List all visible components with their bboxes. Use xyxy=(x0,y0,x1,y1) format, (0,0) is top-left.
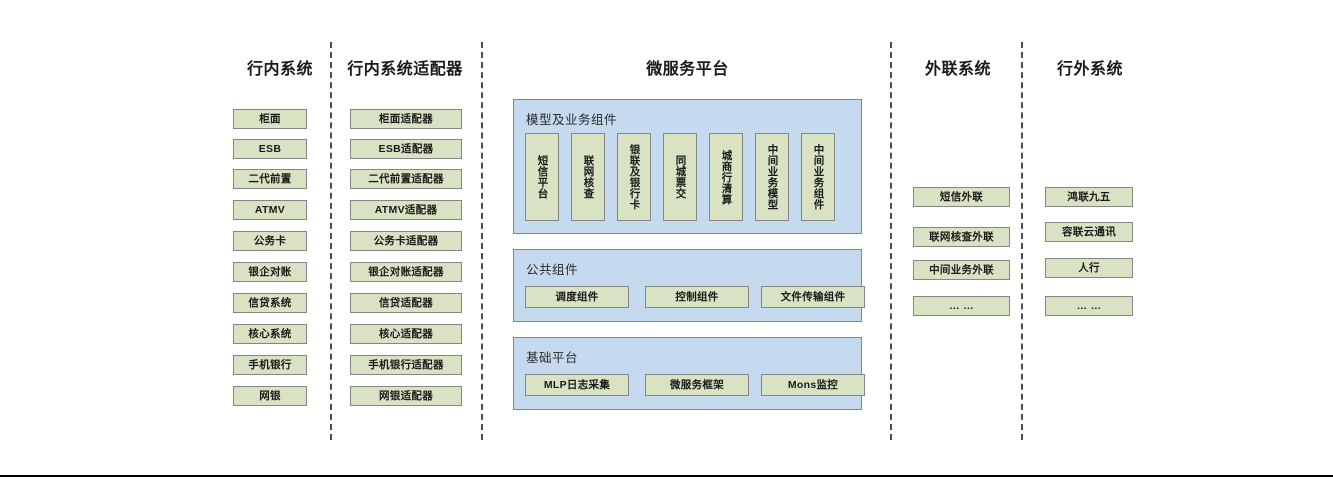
node-internal-1[interactable]: ESB xyxy=(233,139,307,159)
node-internal-8[interactable]: 手机银行 xyxy=(233,355,307,375)
node-extlink-0[interactable]: 短信外联 xyxy=(913,187,1010,207)
node-adapter-3[interactable]: ATMV适配器 xyxy=(350,200,462,220)
node-adapter-8[interactable]: 手机银行适配器 xyxy=(350,355,462,375)
node-base-2[interactable]: Mons监控 xyxy=(761,374,865,396)
node-internal-7[interactable]: 核心系统 xyxy=(233,324,307,344)
column-divider-1 xyxy=(330,42,332,440)
node-model-4-label: 城商行清算 xyxy=(720,149,733,205)
node-internal-2[interactable]: 二代前置 xyxy=(233,169,307,189)
column-title-internal-adapters: 行内系统适配器 xyxy=(347,61,463,78)
node-base-1[interactable]: 微服务框架 xyxy=(645,374,749,396)
node-public-0[interactable]: 调度组件 xyxy=(525,286,629,308)
node-adapter-2[interactable]: 二代前置适配器 xyxy=(350,169,462,189)
bottom-rule xyxy=(0,475,1333,477)
node-adapter-1[interactable]: ESB适配器 xyxy=(350,139,462,159)
node-internal-6[interactable]: 信贷系统 xyxy=(233,293,307,313)
node-model-6[interactable]: 中间业务组件 xyxy=(801,133,835,221)
node-extlink-1[interactable]: 联网核查外联 xyxy=(913,227,1010,247)
panel-public-components: 公共组件 xyxy=(513,249,862,322)
node-public-1[interactable]: 控制组件 xyxy=(645,286,749,308)
node-model-3-label: 同城票交 xyxy=(674,155,687,199)
node-internal-3[interactable]: ATMV xyxy=(233,200,307,220)
node-model-5-label: 中间业务模型 xyxy=(766,144,779,210)
node-internal-5[interactable]: 银企对账 xyxy=(233,262,307,282)
node-model-2-label: 银联及银行卡 xyxy=(628,144,641,210)
node-adapter-4[interactable]: 公务卡适配器 xyxy=(350,231,462,251)
node-offbank-1[interactable]: 容联云通讯 xyxy=(1045,222,1133,242)
column-title-offbank-systems: 行外系统 xyxy=(1056,61,1123,78)
node-public-2[interactable]: 文件传输组件 xyxy=(761,286,865,308)
column-title-microservice-platform: 微服务平台 xyxy=(646,61,729,78)
node-adapter-0[interactable]: 柜面适配器 xyxy=(350,109,462,129)
node-extlink-2[interactable]: 中间业务外联 xyxy=(913,260,1010,280)
panel-title-model-business-components: 模型及业务组件 xyxy=(526,113,618,127)
node-model-0[interactable]: 短信平台 xyxy=(525,133,559,221)
column-title-external-link-systems: 外联系统 xyxy=(924,61,991,78)
node-offbank-2[interactable]: 人行 xyxy=(1045,258,1133,278)
node-model-5[interactable]: 中间业务模型 xyxy=(755,133,789,221)
node-offbank-3[interactable]: … … xyxy=(1045,296,1133,316)
node-internal-4[interactable]: 公务卡 xyxy=(233,231,307,251)
node-model-3[interactable]: 同城票交 xyxy=(663,133,697,221)
node-adapter-9[interactable]: 网银适配器 xyxy=(350,386,462,406)
node-internal-9[interactable]: 网银 xyxy=(233,386,307,406)
node-adapter-7[interactable]: 核心适配器 xyxy=(350,324,462,344)
node-extlink-3[interactable]: … … xyxy=(913,296,1010,316)
column-title-internal-systems: 行内系统 xyxy=(246,61,313,78)
node-model-6-label: 中间业务组件 xyxy=(812,144,825,210)
node-offbank-0[interactable]: 鸿联九五 xyxy=(1045,187,1133,207)
column-divider-3 xyxy=(890,42,892,440)
node-model-2[interactable]: 银联及银行卡 xyxy=(617,133,651,221)
panel-title-base-platform: 基础平台 xyxy=(526,351,579,365)
panel-base-platform: 基础平台 xyxy=(513,337,862,410)
node-model-4[interactable]: 城商行清算 xyxy=(709,133,743,221)
node-adapter-5[interactable]: 银企对账适配器 xyxy=(350,262,462,282)
node-model-1-label: 联网核查 xyxy=(582,155,595,199)
node-model-1[interactable]: 联网核查 xyxy=(571,133,605,221)
node-base-0[interactable]: MLP日志采集 xyxy=(525,374,629,396)
node-adapter-6[interactable]: 信贷适配器 xyxy=(350,293,462,313)
panel-title-public-components: 公共组件 xyxy=(526,263,579,277)
column-divider-2 xyxy=(481,42,483,440)
node-model-0-label: 短信平台 xyxy=(536,155,549,199)
node-internal-0[interactable]: 柜面 xyxy=(233,109,307,129)
column-divider-4 xyxy=(1021,42,1023,440)
